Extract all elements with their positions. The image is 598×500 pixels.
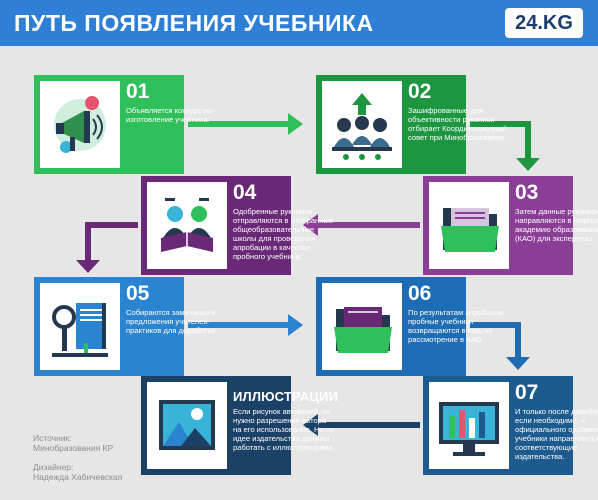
arrow-04-05 xyxy=(76,222,138,273)
step-number: 07 xyxy=(515,381,539,404)
designer-label: Дизайнер: xyxy=(33,462,74,472)
arrow-03-04 xyxy=(303,214,420,236)
arrow-05-06 xyxy=(188,314,303,336)
step-text: Объявляется конкурс на изготовление учеб… xyxy=(126,106,213,124)
step-card-05: 05 Собираются замечания и предложения уч… xyxy=(34,277,217,376)
step-card-03: 03 Затем данные рукописи направляются в … xyxy=(423,176,598,275)
source-label: Источник: xyxy=(33,433,72,443)
picture-icon xyxy=(147,382,227,469)
page-title: ПУТЬ ПОЯВЛЕНИЯ УЧЕБНИКА xyxy=(14,10,374,36)
step-text: Затем данные рукописи направляются в Кыр… xyxy=(515,207,598,243)
folder-icon xyxy=(429,182,509,269)
step-card-01: 01 Объявляется конкурс на изготовление у… xyxy=(34,75,212,174)
step-number: 01 xyxy=(126,80,150,103)
megaphone-hand-icon xyxy=(40,81,120,168)
step-text: И только после доработки, если необходим… xyxy=(515,407,598,461)
step-number: 05 xyxy=(126,282,150,305)
arrow-01-02 xyxy=(188,113,303,135)
step-number: 04 xyxy=(233,181,257,204)
readers-book-icon xyxy=(147,182,227,269)
site-logo[interactable]: 24.KG xyxy=(505,8,583,38)
illustrations-card: ИЛЛЮСТРАЦИИ Если рисунок авторский, то н… xyxy=(141,376,338,475)
illustrations-text: Если рисунок авторский, то нужно разреше… xyxy=(233,407,335,452)
header-bar: ПУТЬ ПОЯВЛЕНИЯ УЧЕБНИКА 24.KG xyxy=(0,0,598,46)
arrow-02-03 xyxy=(470,121,540,171)
step-card-07: 07 И только после доработки, если необхо… xyxy=(423,376,598,475)
step-text: По результатам апробации пробные учебник… xyxy=(408,308,504,344)
source-name: Минобразования КР xyxy=(33,443,114,453)
step-text: Зашифрованные для объективности рукописи… xyxy=(408,106,508,142)
step-text: Собираются замечания и предложения учите… xyxy=(126,308,218,335)
step-card-04: 04 Одобренные рукописи отправляются в от… xyxy=(141,176,333,275)
step-card-06: 06 По результатам апробации пробные учеб… xyxy=(316,277,503,376)
notebook-magnifier-icon xyxy=(40,283,120,370)
arrow-06-07 xyxy=(470,322,530,370)
step-number: 06 xyxy=(408,282,432,305)
folder-icon xyxy=(322,283,402,370)
arrow-07-illustrations xyxy=(303,414,420,436)
designer-name: Надежда Хабичевская xyxy=(33,472,123,482)
illustrations-title: ИЛЛЮСТРАЦИИ xyxy=(233,389,339,404)
step-number: 02 xyxy=(408,80,432,103)
step-number: 03 xyxy=(515,181,539,204)
credits: Источник: Минобразования КР Дизайнер: На… xyxy=(33,433,143,482)
monitor-tools-icon xyxy=(429,382,509,469)
step-text: Одобренные рукописи отправляются в отобр… xyxy=(233,207,334,261)
step-card-02: 02 Зашифрованные для объективности рукоп… xyxy=(316,75,507,174)
council-people-icon xyxy=(322,81,402,168)
